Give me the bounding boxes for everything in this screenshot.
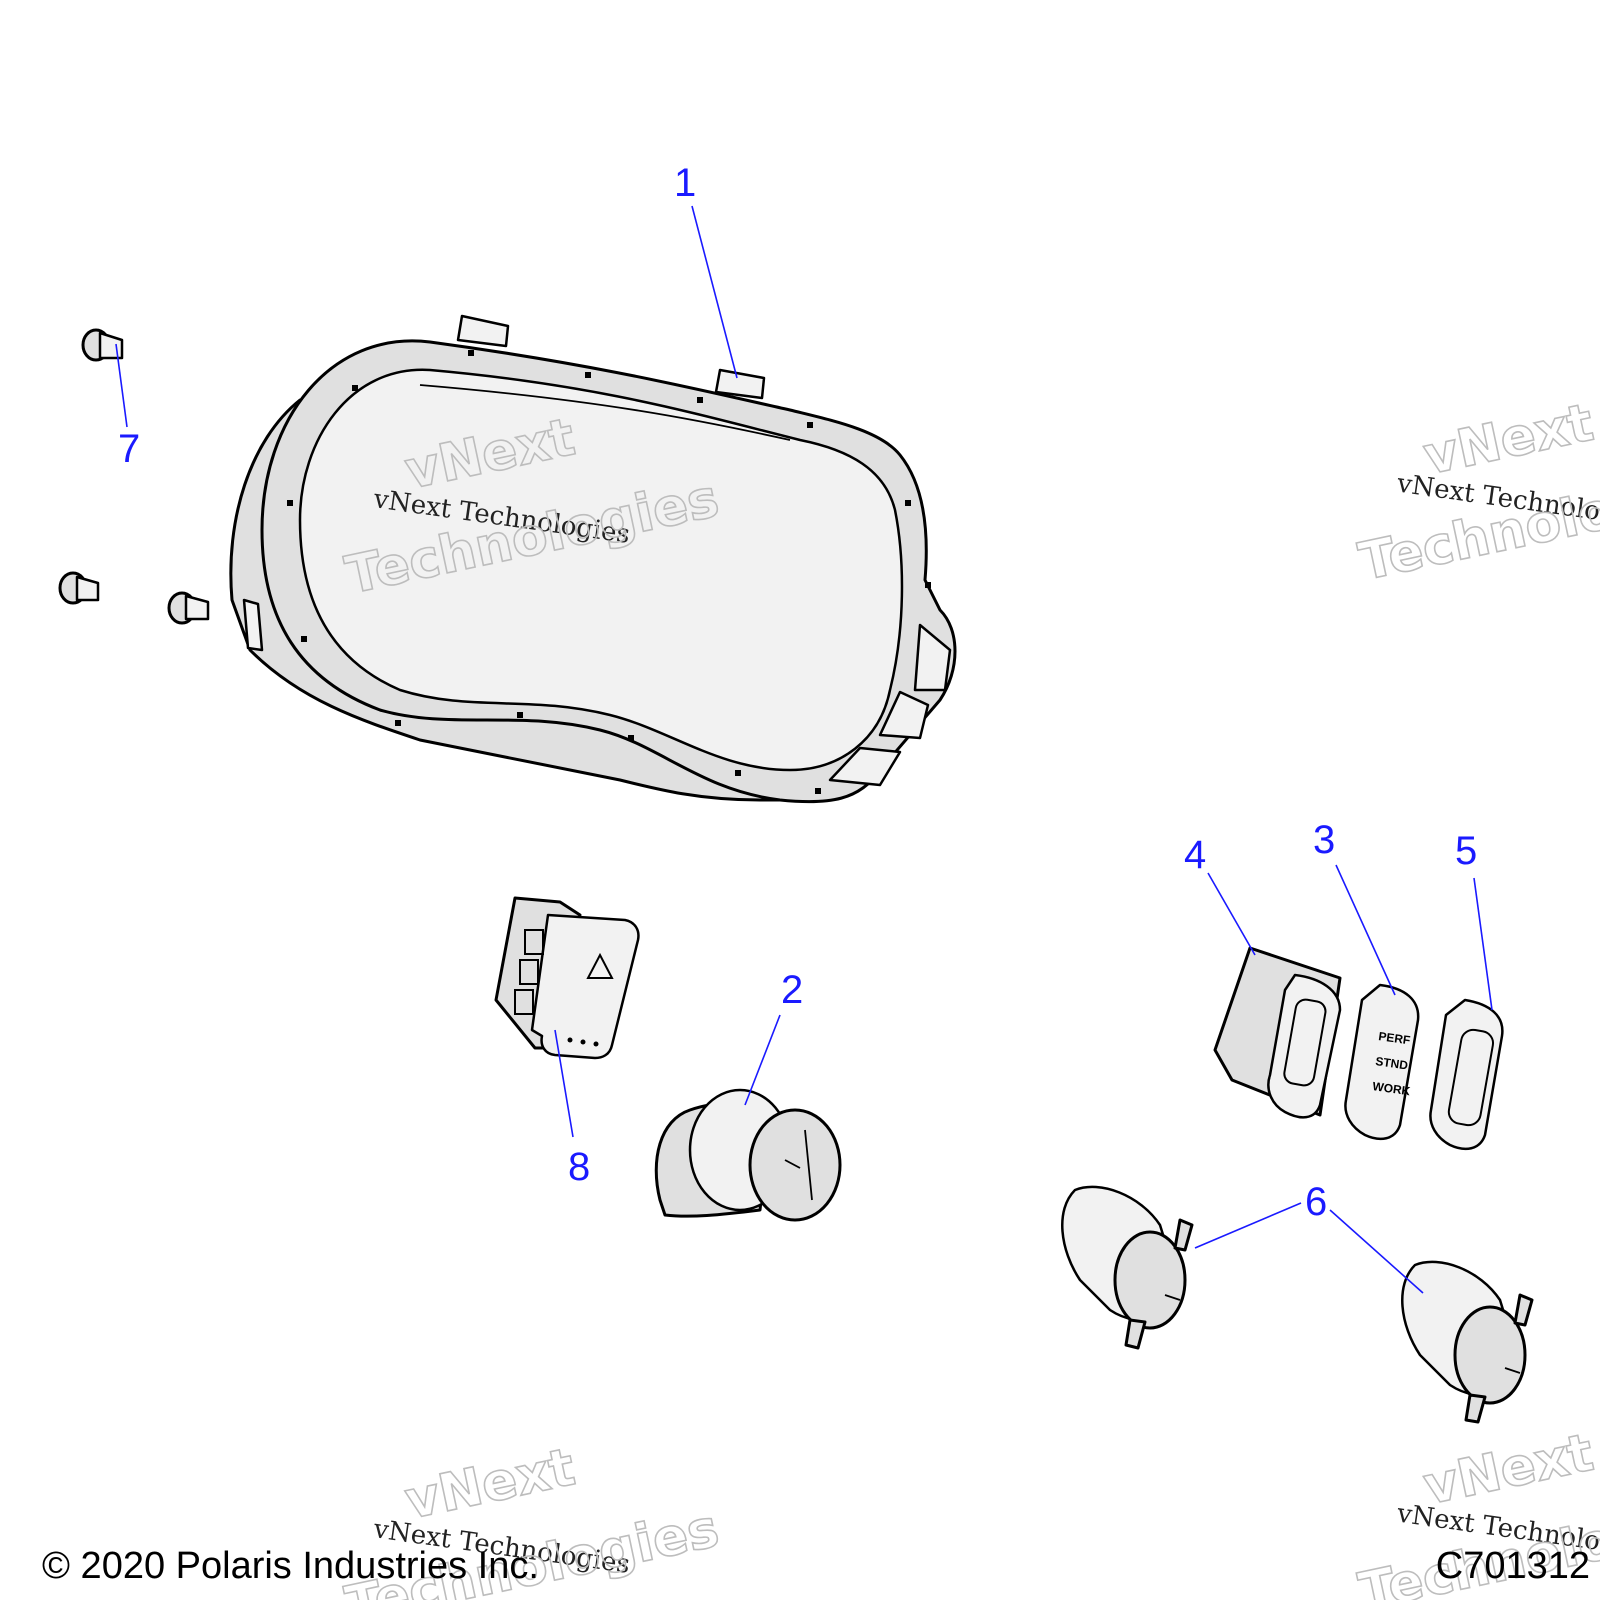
- power-outlet-1: [1061, 1185, 1194, 1350]
- hazard-switch: [494, 896, 640, 1060]
- switch-label-stnd: STND: [1375, 1054, 1410, 1072]
- callout-2: 2: [781, 968, 803, 1012]
- power-outlet-2: [1401, 1260, 1534, 1424]
- leader-6b: [1329, 1209, 1424, 1294]
- figure-code: C701312: [1436, 1545, 1590, 1587]
- hazard-icon: [586, 952, 614, 979]
- leader-2: [744, 1014, 781, 1106]
- screw-3: [167, 591, 210, 625]
- instrument-cluster: [229, 314, 957, 804]
- switch-label-work: WORK: [1372, 1079, 1412, 1098]
- callout-6: 6: [1305, 1180, 1327, 1224]
- callout-1: 1: [674, 161, 696, 205]
- svg-text:vNext: vNext: [1419, 1423, 1599, 1517]
- svg-text:vNext: vNext: [400, 1437, 580, 1531]
- callout-7: 7: [118, 427, 140, 471]
- callout-5: 5: [1455, 829, 1477, 873]
- leader-6a: [1194, 1202, 1302, 1249]
- leader-4: [1207, 872, 1256, 956]
- leader-8: [554, 1029, 574, 1138]
- leader-5: [1473, 877, 1493, 1011]
- callout-8: 8: [568, 1145, 590, 1189]
- svg-text:vNext: vNext: [1419, 393, 1599, 487]
- leader-7: [115, 343, 128, 428]
- leader-1: [691, 205, 738, 379]
- callout-4: 4: [1184, 833, 1206, 877]
- callout-3: 3: [1313, 818, 1335, 862]
- callouts: 1 2 3 4 5 6 7 8: [118, 161, 1477, 1224]
- copyright-notice: © 2020 Polaris Industries Inc.: [42, 1545, 539, 1587]
- switch-label-perf: PERF: [1378, 1029, 1412, 1047]
- leader-lines: [115, 205, 1493, 1294]
- screw-group: [58, 328, 210, 625]
- leader-3: [1335, 864, 1396, 996]
- switch-bank: PERF STND WORK: [1213, 946, 1504, 1151]
- key-switch: [654, 1088, 842, 1222]
- watermark-2: vNext vNext Technologies Technologies: [1353, 392, 1600, 594]
- screw-2: [58, 571, 100, 605]
